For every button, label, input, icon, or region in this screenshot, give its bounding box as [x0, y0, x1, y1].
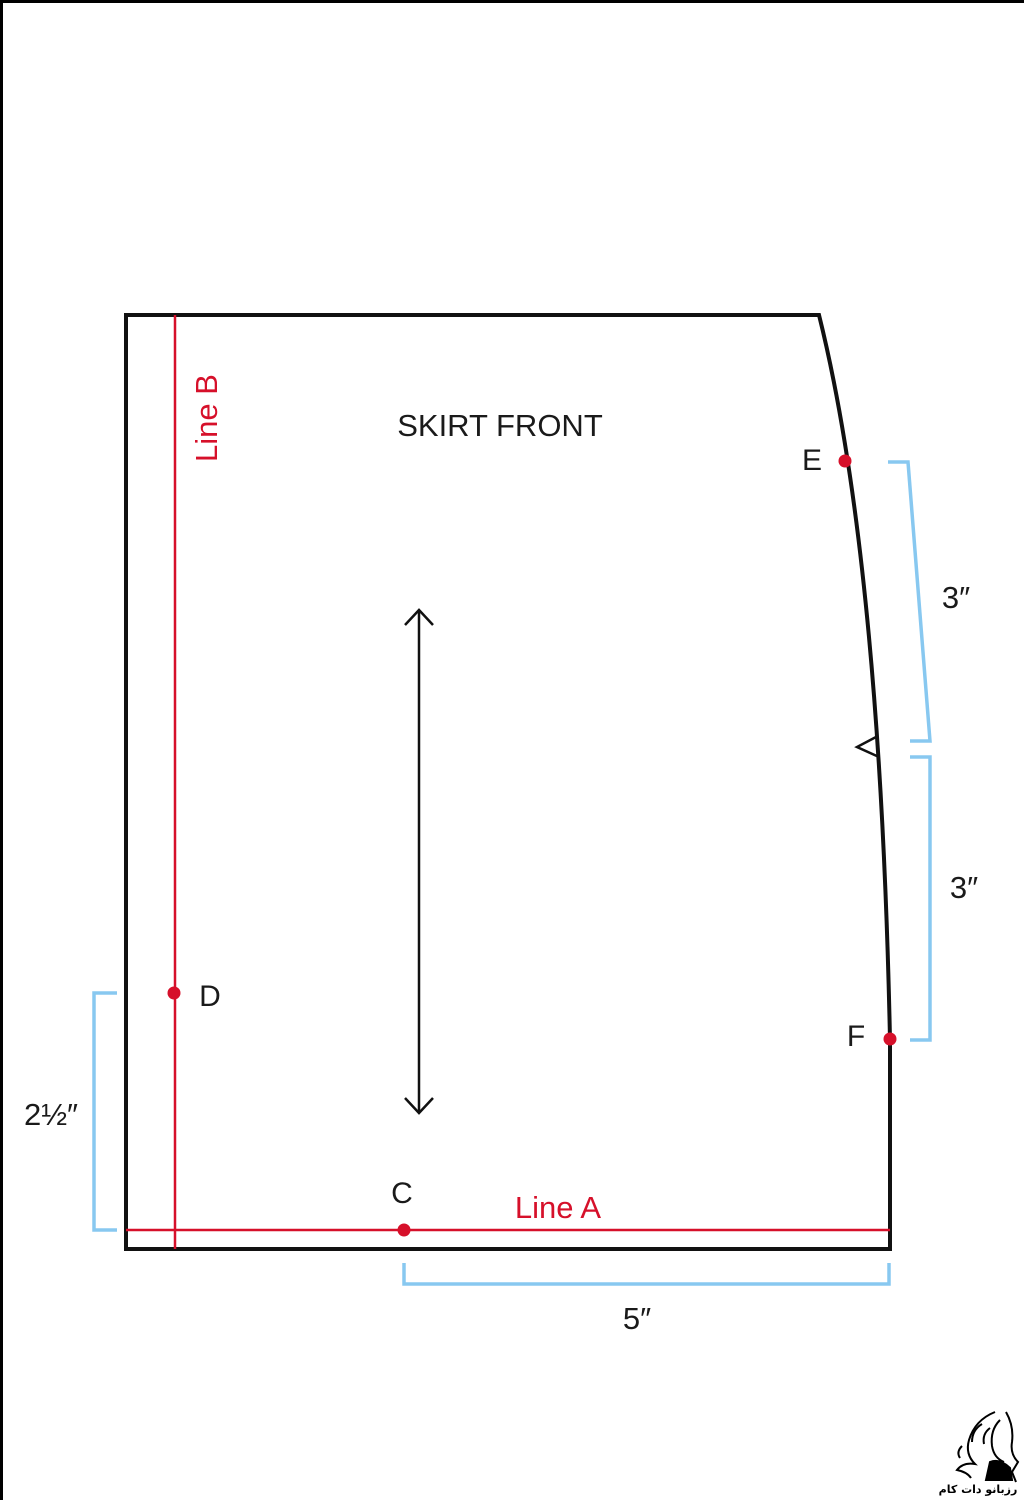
measurement-bottom-width: 5″: [623, 1301, 651, 1336]
pattern-title: SKIRT FRONT: [397, 408, 603, 443]
bracket-left-height: [92, 991, 117, 1232]
measurement-left-height: 2½″: [24, 1097, 78, 1132]
point-f-label: F: [847, 1020, 865, 1053]
bracket-bottom-width: [402, 1263, 891, 1286]
measurement-lower-side: 3″: [950, 870, 978, 905]
point-e-marker: [838, 454, 852, 468]
line-a-label: Line A: [515, 1190, 602, 1225]
point-c-label: C: [391, 1177, 413, 1210]
notch-mark: [854, 735, 880, 759]
line-b-label: Line B: [189, 374, 224, 462]
point-c-marker: [397, 1223, 411, 1237]
measurement-brackets: [92, 460, 932, 1286]
point-f-marker: [883, 1032, 897, 1046]
bracket-lower-side: [910, 755, 932, 1042]
measurement-upper-side: 3″: [942, 580, 970, 615]
point-e-label: E: [802, 444, 822, 477]
watermark-text: رزبانو دات کام: [939, 1483, 1018, 1496]
skirt-outline: [124, 313, 892, 1251]
point-d-marker: [167, 986, 181, 1000]
grainline-arrow: [404, 608, 434, 1115]
point-d-label: D: [199, 980, 221, 1013]
woman-silhouette-logo: [955, 1411, 1020, 1483]
watermark: رزبانو دات کام: [939, 1411, 1020, 1496]
bracket-upper-side: [888, 460, 932, 743]
